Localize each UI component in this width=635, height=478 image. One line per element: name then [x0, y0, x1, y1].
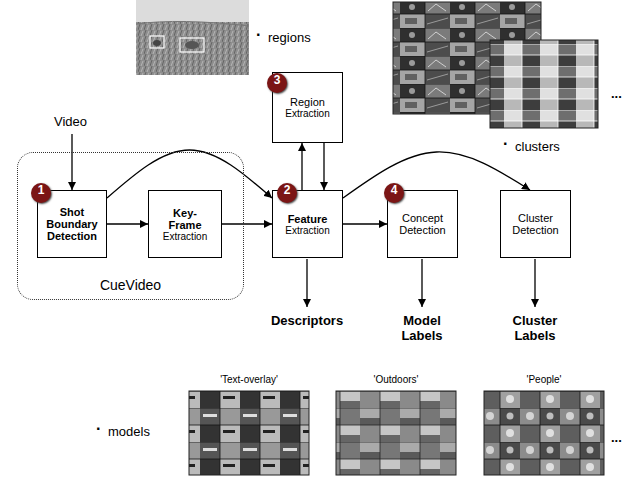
caption-label: clusters [515, 139, 560, 154]
box-title: Cluster Detection [505, 212, 566, 236]
photo-sky [136, 0, 249, 22]
flow-arrow [343, 223, 387, 224]
photo-grass [136, 22, 249, 75]
box-title: Concept Detection [392, 212, 453, 236]
system-group: CueVideo Shot Boundary Detection Key-Frame… [17, 152, 244, 300]
output-label: Descriptors [257, 313, 357, 328]
model-mosaic [336, 391, 456, 475]
region-box [150, 36, 164, 48]
box-subtitle: Extraction [163, 231, 207, 242]
callout-number: 2 [277, 183, 297, 203]
group-label: CueVideo [18, 277, 243, 293]
ellipsis: ... [611, 430, 622, 445]
model-name: 'Text-overlay' [189, 374, 309, 385]
callout-number: 3 [267, 73, 287, 93]
photo-object [153, 40, 161, 46]
region-box [180, 38, 204, 52]
process-box: Cluster Detection [500, 190, 571, 258]
callout-number: 1 [31, 183, 51, 203]
output-arrow [534, 259, 535, 307]
model-mosaic [189, 391, 309, 475]
caption-label: models [108, 424, 150, 439]
box-subtitle: Extraction [285, 225, 329, 236]
bullet: · [503, 135, 508, 153]
model-mosaics [189, 391, 604, 475]
model-name: 'People' [484, 374, 604, 385]
model-mosaic [484, 391, 604, 475]
box-subtitle: Extraction [285, 108, 329, 119]
cluster-mosaic [490, 40, 598, 128]
cluster-mosaics [393, 2, 598, 128]
output-arrow [421, 259, 422, 307]
bullet: · [96, 420, 101, 438]
box-title: Feature [288, 213, 328, 225]
photo-ground [136, 0, 249, 75]
bullet: · [256, 26, 261, 44]
output-label: Model Labels [387, 313, 457, 343]
caption-label: regions [268, 30, 311, 45]
photo-object [185, 41, 199, 49]
flow-arrow [323, 143, 324, 190]
output-arrow [306, 259, 307, 307]
flow-arrow [222, 223, 272, 224]
box-title: Key-Frame [165, 207, 205, 231]
input-label: Video [54, 114, 87, 129]
box-title: Region [290, 96, 325, 108]
model-name: 'Outdoors' [336, 374, 456, 385]
photo-horizon [136, 21, 249, 26]
input-arrow [71, 134, 72, 190]
box-title: Shot Boundary Detection [42, 206, 102, 242]
flow-arrow [301, 143, 302, 190]
callout-number: 4 [384, 183, 404, 203]
output-label: Cluster Labels [500, 313, 570, 343]
ellipsis: ... [611, 86, 622, 101]
region-photo [136, 0, 249, 75]
flow-arrow [107, 223, 148, 224]
process-box: Key-FrameExtraction [148, 190, 222, 258]
